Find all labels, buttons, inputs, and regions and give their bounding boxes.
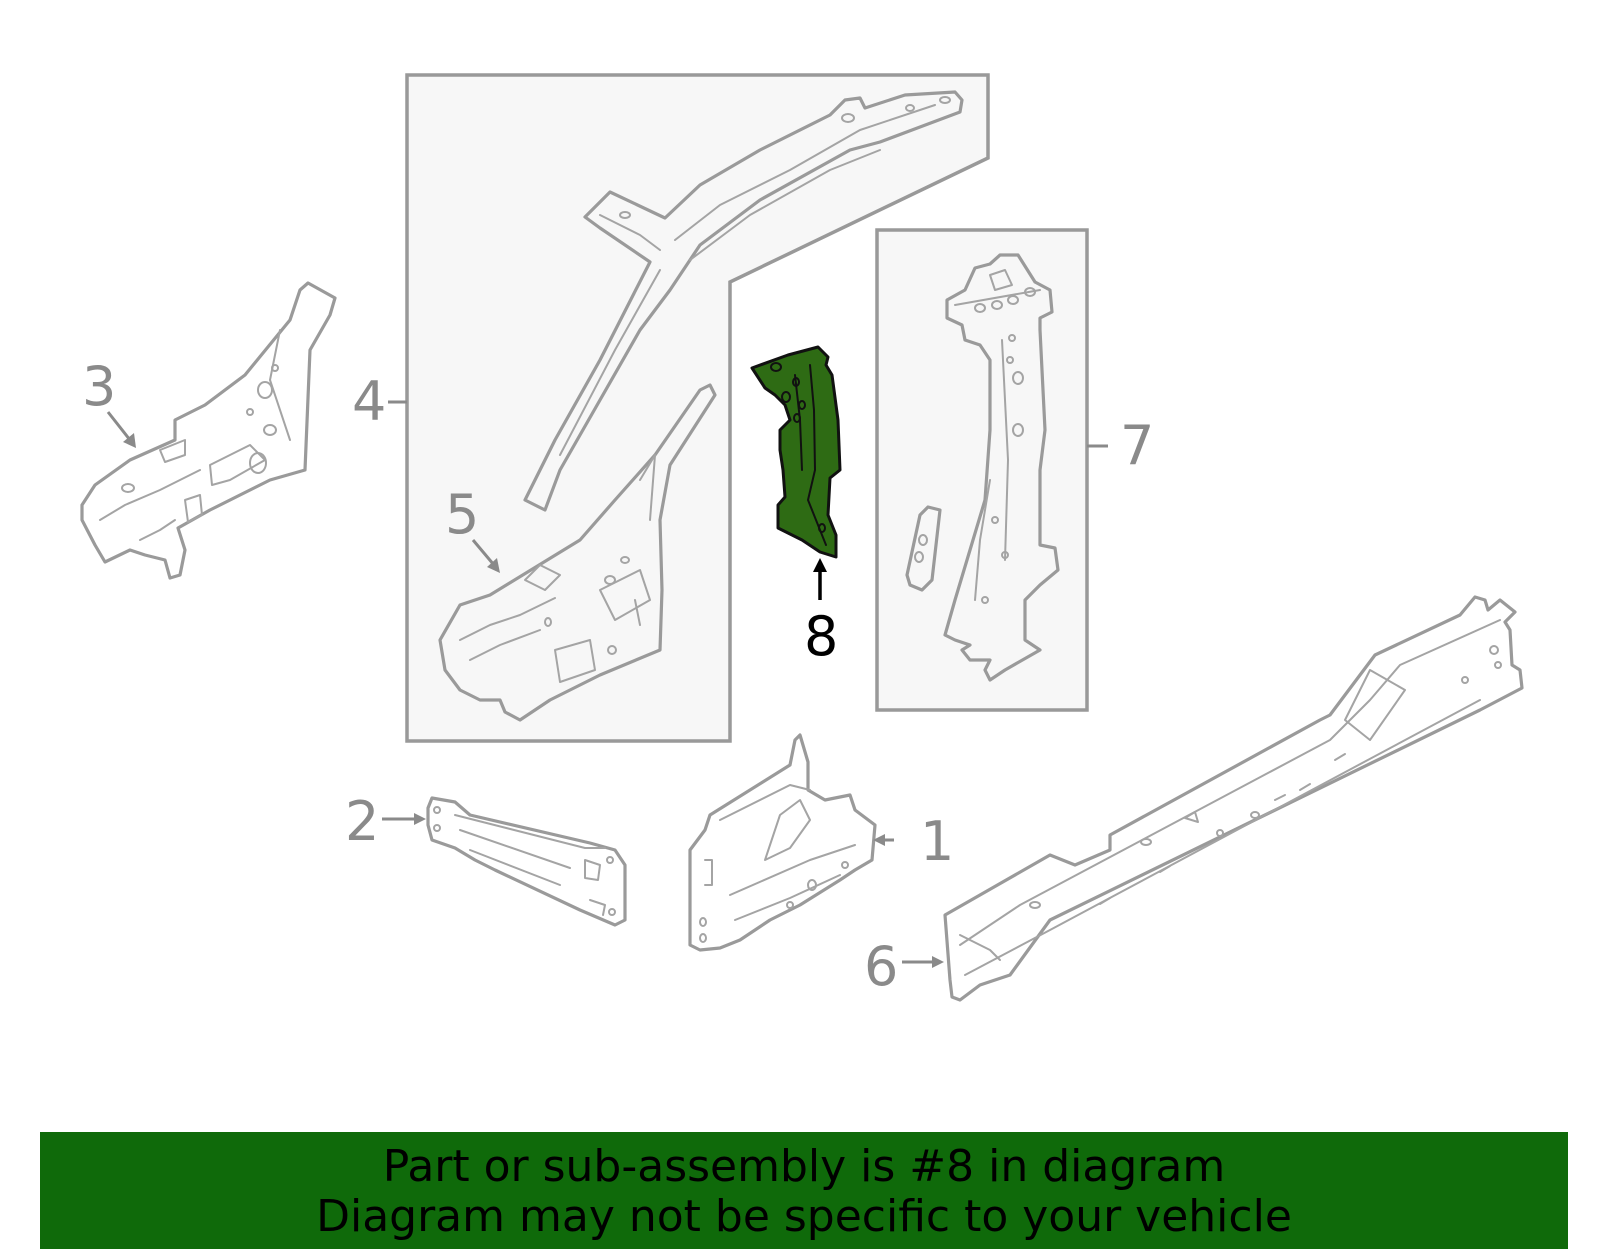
info-banner: Part or sub-assembly is #8 in diagram Di…: [40, 1132, 1568, 1249]
part-8-shape[interactable]: [750, 345, 842, 559]
part-8-pillar-reinforcement[interactable]: [750, 345, 842, 559]
part-1-inner-panel[interactable]: [688, 733, 877, 952]
part-4-roof-rail[interactable]: [523, 90, 964, 512]
callout-8: 8: [804, 605, 838, 668]
leader-lines: [106, 400, 1108, 968]
callout-4: 4: [352, 370, 386, 433]
group-box-7: [875, 228, 1089, 712]
callout-2: 2: [345, 790, 379, 853]
part-3-dash-side-panel[interactable]: [80, 281, 337, 580]
part-6-rocker-panel[interactable]: [943, 595, 1524, 1002]
banner-line-2: Diagram may not be specific to your vehi…: [316, 1191, 1292, 1242]
callout-6: 6: [864, 935, 898, 998]
callout-7: 7: [1120, 414, 1154, 477]
callout-5: 5: [445, 483, 479, 546]
part-7-small-plate[interactable]: [905, 505, 942, 592]
parts-diagram: 3 4 5 7 2 1 6 8: [80, 73, 1524, 1002]
part-7-b-pillar[interactable]: [943, 253, 1060, 682]
part-2-bracket[interactable]: [426, 796, 627, 927]
banner-line-1: Part or sub-assembly is #8 in diagram: [382, 1141, 1226, 1192]
part-5-hinge-pillar[interactable]: [438, 383, 717, 722]
callout-1: 1: [920, 810, 954, 873]
callout-3: 3: [82, 355, 116, 418]
group-box-4: [405, 73, 990, 743]
